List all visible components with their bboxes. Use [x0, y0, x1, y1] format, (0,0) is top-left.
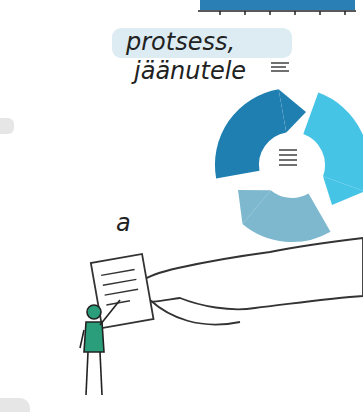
text-label: a	[116, 210, 131, 236]
list-icon	[271, 63, 289, 71]
hand	[138, 238, 363, 309]
person-figure	[80, 300, 120, 395]
cropped-shape	[0, 118, 14, 134]
text-label: jäänutele	[134, 58, 246, 84]
cycle-arrows	[237, 89, 363, 224]
text-label: protsess,	[126, 29, 235, 55]
hand-line	[150, 300, 240, 325]
cropped-shape	[0, 398, 30, 412]
list-icon	[279, 150, 297, 165]
ruler-bar	[200, 0, 355, 10]
text-highlight	[112, 28, 292, 58]
ruler-line	[198, 11, 356, 15]
document	[91, 254, 154, 328]
